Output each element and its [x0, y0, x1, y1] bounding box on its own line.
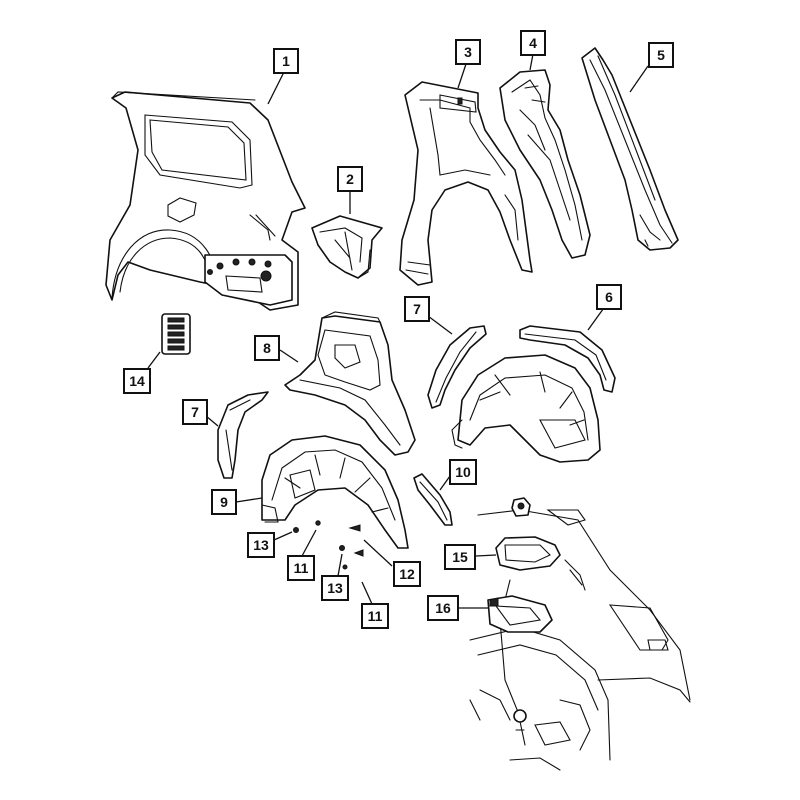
- part-flare-lower: [217, 391, 269, 479]
- callout-16: 16: [427, 595, 459, 621]
- callout-5-label: 5: [657, 47, 665, 63]
- part-fuel-housing: [487, 595, 553, 633]
- callout-11-right-label: 11: [368, 608, 383, 624]
- part-wheelhouse-liner: [261, 435, 409, 549]
- callout-13-right-label: 13: [327, 580, 343, 596]
- part-bracket: [311, 215, 383, 279]
- callout-7-lower-label: 7: [191, 404, 199, 420]
- callout-15-label: 15: [452, 549, 468, 565]
- callout-3: 3: [455, 39, 481, 65]
- callout-2: 2: [337, 166, 363, 192]
- part-pillar-reinforcement: [499, 69, 591, 259]
- part-wheelhouse-liner-right: [451, 354, 601, 463]
- callout-14-label: 14: [129, 373, 145, 389]
- part-inner-panel: [399, 81, 533, 286]
- callout-9: 9: [211, 489, 237, 515]
- part-wheel-arch-trim: [519, 325, 616, 393]
- callout-12: 12: [393, 561, 421, 587]
- callout-11-left: 11: [287, 555, 315, 581]
- callout-16-label: 16: [435, 600, 451, 616]
- callout-4-label: 4: [529, 35, 537, 51]
- part-fuel-cap: [511, 497, 531, 517]
- callout-9-label: 9: [220, 494, 228, 510]
- callout-3-label: 3: [464, 44, 472, 60]
- callout-11-left-label: 11: [294, 560, 309, 576]
- leader-lines: [147, 53, 649, 609]
- callout-1-label: 1: [282, 53, 290, 69]
- part-fuel-door: [495, 536, 561, 571]
- callout-12-label: 12: [399, 566, 415, 582]
- callout-7-upper-label: 7: [413, 301, 421, 317]
- callout-5: 5: [648, 42, 674, 68]
- callout-2-label: 2: [346, 171, 354, 187]
- callout-1: 1: [273, 48, 299, 74]
- callout-10: 10: [449, 459, 477, 485]
- callout-7-lower: 7: [182, 399, 208, 425]
- part-bracket-strip: [413, 473, 453, 526]
- callout-15: 15: [444, 544, 476, 570]
- callout-6: 6: [596, 284, 622, 310]
- part-vent: [161, 313, 191, 355]
- part-flare-upper: [427, 325, 487, 409]
- part-quarter-panel: [105, 91, 306, 311]
- callout-13-left-label: 13: [253, 537, 269, 553]
- callout-8: 8: [254, 335, 280, 361]
- part-wheelhouse-inner: [284, 311, 416, 456]
- callout-8-label: 8: [263, 340, 271, 356]
- callout-6-label: 6: [605, 289, 613, 305]
- callout-13-left: 13: [247, 532, 275, 558]
- part-fasteners: [293, 520, 364, 570]
- callout-7-upper: 7: [404, 296, 430, 322]
- callout-13-right: 13: [321, 575, 349, 601]
- callout-4: 4: [520, 30, 546, 56]
- part-pillar-strip: [581, 47, 679, 251]
- callout-11-right: 11: [361, 603, 389, 629]
- callout-10-label: 10: [455, 464, 471, 480]
- callout-14: 14: [123, 368, 151, 394]
